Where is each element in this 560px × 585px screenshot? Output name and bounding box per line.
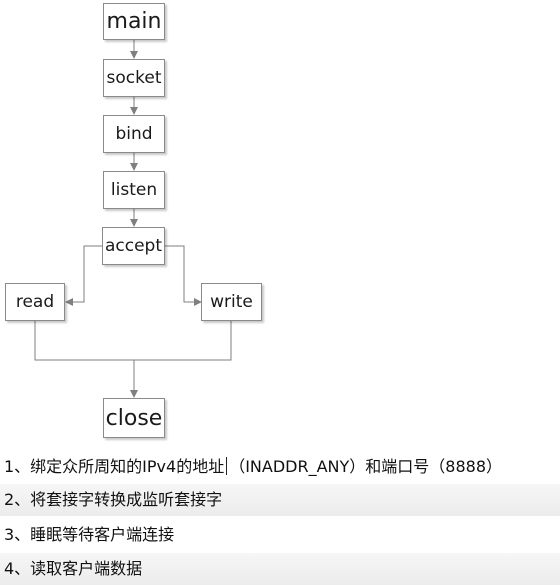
note-item-3: 3、睡眠等待客户端连接 [4,525,175,544]
note-item-1-suffix: （INADDR_ANY）和端口号（8888） [229,457,503,476]
notes-list: 1、绑定众所周知的IPv4的地址（INADDR_ANY）和端口号（8888） 2… [0,450,560,585]
node-socket: socket [103,59,165,97]
line-read-merge [34,321,134,361]
node-close: close [103,398,165,438]
node-read: read [5,283,65,321]
note-item-1-prefix: 1、绑定众所周知的IPv4的地址 [4,457,225,476]
text-cursor [226,457,228,475]
node-write: write [201,283,262,321]
node-listen: listen [103,171,165,209]
arrow-accept-write [165,245,202,306]
line-write-merge [134,321,232,361]
note-item-1: 1、绑定众所周知的IPv4的地址（INADDR_ANY）和端口号（8888） [0,451,560,483]
note-item-2: 2、将套接字转换成监听套接字 [0,484,560,516]
node-accept: accept [102,227,165,265]
flow-diagram: main socket bind listen accept read writ… [5,3,262,438]
arrow-accept-read [65,245,102,306]
note-item-4: 4、读取客户端数据 [0,553,560,585]
node-main: main [103,3,165,40]
connector-layer [34,40,232,398]
node-bind: bind [103,115,165,153]
